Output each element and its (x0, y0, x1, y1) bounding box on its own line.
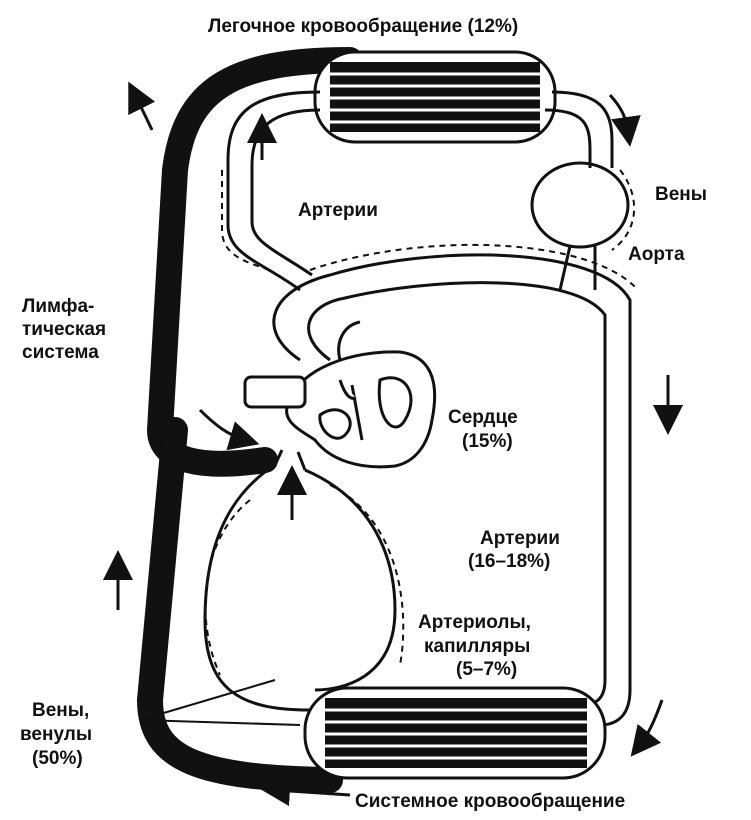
label-veins-1: Вены, (32, 700, 89, 721)
systemic-veins-dashed (205, 485, 403, 675)
pulmonary-arteries (228, 92, 320, 290)
arrow-pulmonary-vein-down (610, 95, 628, 132)
lymphatic-vessel-lower (150, 430, 330, 780)
label-arteries-top: Артерии (298, 200, 378, 221)
label-arteries-mid-1: Артерии (480, 528, 560, 549)
label-veins-2: венулы (20, 724, 92, 745)
label-arterioles-3: (5–7%) (456, 659, 517, 680)
label-veins-3: (50%) (32, 748, 83, 769)
label-arterioles-1: Артериолы, (418, 612, 531, 633)
label-lymph-1: Лимфа- (22, 296, 94, 317)
arrow-lymph-into-vein (200, 410, 245, 440)
arrow-right-down (640, 700, 662, 745)
label-arterioles-2: капилляры (424, 636, 530, 657)
arrow-lymph-up (135, 95, 152, 130)
pulmonary-veins-dashed (612, 170, 634, 250)
label-lymph-2: тическая (22, 319, 106, 340)
label-veins-top: Вены (655, 184, 707, 205)
title-systemic: Системное кровообращение (355, 791, 625, 812)
label-aorta: Аорта (628, 244, 685, 265)
systemic-veins (205, 450, 395, 710)
pulmonary-capillary-bed (315, 52, 555, 142)
heart (245, 322, 435, 467)
title-pulmonary: Легочное кровообращение (12%) (208, 16, 518, 37)
label-arteries-mid-2: (16–18%) (468, 551, 550, 572)
label-heart-2: (15%) (462, 431, 513, 452)
systemic-capillary-bed (305, 688, 605, 778)
label-lymph-3: система (22, 342, 99, 363)
label-heart-1: Сердце (448, 407, 518, 428)
